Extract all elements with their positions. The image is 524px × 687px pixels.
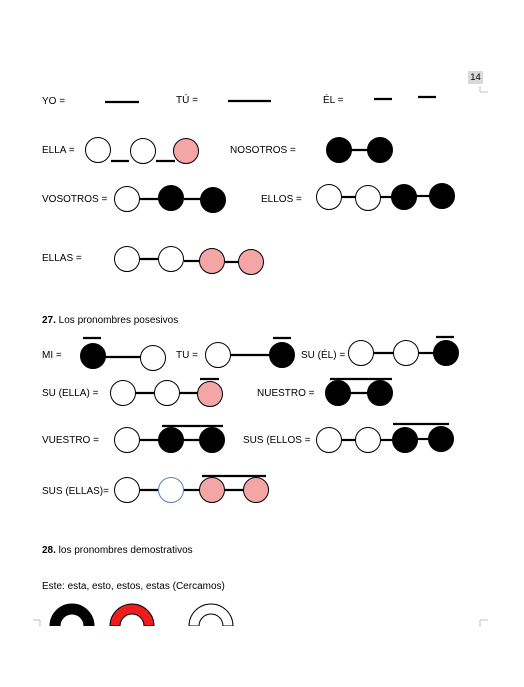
label-nosotros: NOSOTROS =: [230, 145, 296, 156]
label-tu: TÚ =: [176, 95, 198, 106]
ella-circle-3: [173, 138, 199, 164]
arch-red: [109, 603, 155, 627]
label-ellas: ELLAS =: [42, 253, 82, 264]
section-27-number: 27.: [42, 315, 56, 326]
section-28-heading: 28. los pronombres demostrativos: [42, 545, 193, 556]
label-ellos: ELLOS =: [261, 194, 302, 205]
label-yo: YO =: [42, 96, 66, 107]
ella-circle-2: [130, 138, 156, 164]
label-nuestro: NUESTRO =: [257, 388, 315, 399]
label-vosotros: VOSOTROS =: [42, 194, 108, 205]
section-28-title: los pronombres demostrativos: [55, 545, 193, 556]
label-vuestro: VUESTRO =: [42, 435, 99, 446]
section-27-title: Los pronombres posesivos: [55, 315, 179, 326]
label-ella: ELLA =: [42, 145, 75, 156]
label-sus-ellas: SUS (ELLAS)=: [42, 486, 109, 497]
nosotros-circle-2: [367, 137, 393, 163]
label-su-el: SU (ÉL) =: [301, 350, 346, 361]
section-27-heading: 27. Los pronombres posesivos: [42, 315, 178, 326]
nosotros-circle-1: [326, 137, 352, 163]
demonstrative-line: Este: esta, esto, estos, estas (Cercamos…: [42, 581, 225, 592]
arch-black: [49, 603, 95, 627]
label-el: ÉL =: [323, 95, 344, 106]
label-mi: MI =: [42, 350, 62, 361]
label-tu-possessive: TU =: [176, 350, 198, 361]
section-28-number: 28.: [42, 545, 56, 556]
page-number: 14: [468, 71, 483, 84]
label-su-ella: SU (ELLA) =: [42, 388, 99, 399]
ella-circle-1: [85, 137, 111, 163]
label-sus-ellos: SUS (ELLOS =: [243, 435, 311, 446]
demonstrative-arches: [40, 603, 250, 646]
arch-white: [188, 603, 234, 627]
